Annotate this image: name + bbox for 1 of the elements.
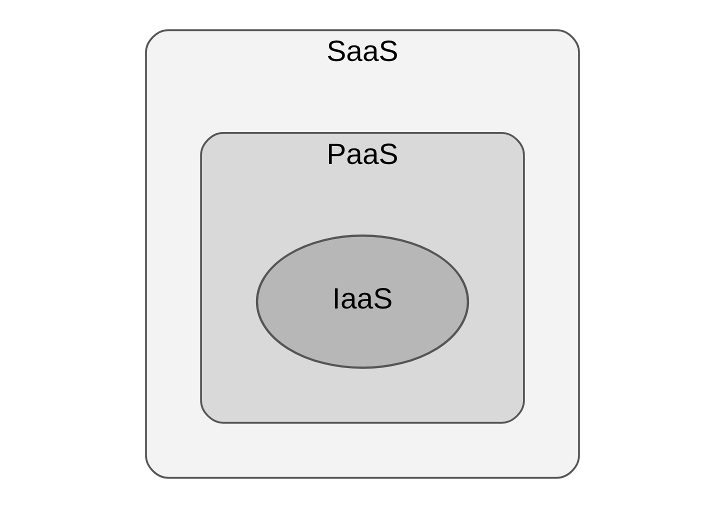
node-ellipse: IaaS [256,234,470,369]
